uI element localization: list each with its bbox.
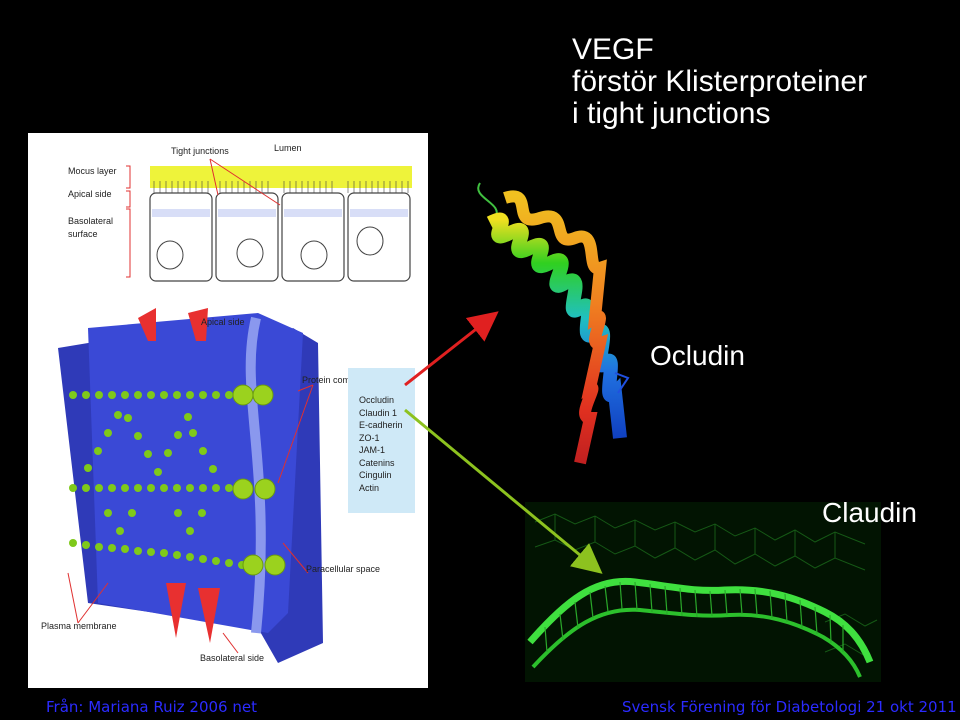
tight-junction-diagram: Tight junctions Lumen Mocus layer Apical… xyxy=(28,133,428,688)
helix-tail xyxy=(614,372,630,394)
label-protein-complex: Protein complex xyxy=(302,375,367,385)
label-lower-apical-side: Apical side xyxy=(201,317,245,327)
tissue-inner-edge xyxy=(531,607,862,678)
label-mocus-layer: Mocus layer xyxy=(68,166,117,176)
diagram-illustration xyxy=(58,158,412,663)
protein-item: JAM-1 xyxy=(359,445,386,455)
microvilli xyxy=(153,181,409,193)
protein-item: Cingulin xyxy=(359,470,392,480)
title-line-2: förstör Klisterproteiner xyxy=(572,65,868,98)
title-line-1: VEGF xyxy=(572,33,654,66)
protein-list-box: Occludin Claudin 1 E-cadherin ZO-1 JAM-1… xyxy=(348,368,415,513)
protein-item: Claudin 1 xyxy=(359,407,398,418)
tissue-cell-walls xyxy=(544,581,844,653)
claudin-fluorescence-image xyxy=(525,502,881,682)
tissue-outer-edge xyxy=(527,577,874,664)
label-basolateral-side: Basolateral side xyxy=(200,653,265,663)
label-paracellular-space: Paracellular space xyxy=(306,564,381,574)
membrane-front xyxy=(88,313,303,633)
flow-arrows xyxy=(138,308,220,643)
label-lumen: Lumen xyxy=(274,143,302,153)
slide-title: VEGF förstör Klisterproteiner i tight ju… xyxy=(572,34,867,130)
footer-organization: Svensk Förening för Diabetologi 21 okt 2… xyxy=(622,698,957,716)
label-basolateral: Basolateral xyxy=(68,216,114,226)
protein-item: Catenins xyxy=(359,457,395,468)
ocludin-label: Ocludin xyxy=(650,340,745,371)
label-apical-side: Apical side xyxy=(68,189,112,199)
apical-band xyxy=(152,209,408,217)
label-tight-junctions: Tight junctions xyxy=(171,146,229,156)
helix-loop xyxy=(477,182,498,219)
ocludin-helix-structure xyxy=(477,182,630,465)
claudin-label: Claudin xyxy=(822,497,917,528)
protein-item: ZO-1 xyxy=(359,432,380,443)
protein-list: Occludin Claudin 1 E-cadherin ZO-1 JAM-1… xyxy=(348,368,415,494)
protein-item: Actin xyxy=(359,482,380,493)
title-line-3: i tight junctions xyxy=(572,97,771,130)
nuclei xyxy=(156,226,384,270)
label-brackets xyxy=(126,158,281,278)
label-plasma-membrane: Plasma membrane xyxy=(41,621,117,631)
helix-chain-2 xyxy=(503,190,609,465)
junction-knobs xyxy=(232,384,286,576)
footer-source: Från: Mariana Ruiz 2006 net xyxy=(46,698,257,716)
mucus-layer xyxy=(150,166,412,188)
protein-item: E-cadherin xyxy=(359,420,403,430)
label-surface: surface xyxy=(68,229,98,239)
epithelial-cells xyxy=(149,192,411,282)
lower-pointer-lines xyxy=(67,384,314,654)
protein-item: Occludin xyxy=(359,395,395,405)
